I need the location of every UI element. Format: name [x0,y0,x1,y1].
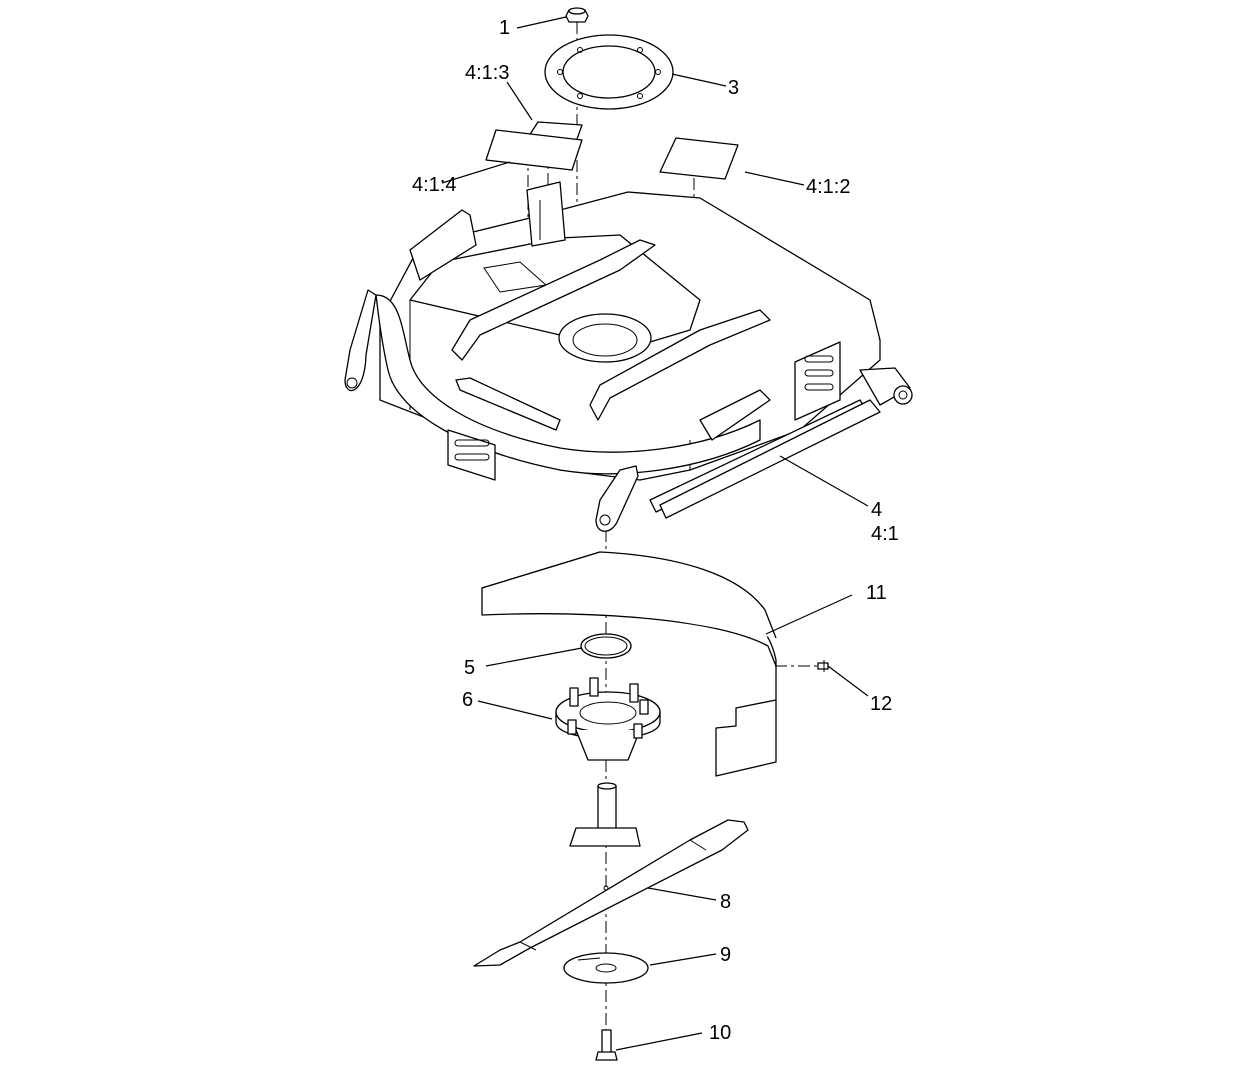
callout-8: 8 [720,891,731,913]
callout-1: 1 [499,17,510,39]
part-1-nut [565,7,589,23]
leader-lines [441,16,869,1051]
callout-4-1: 4:1 [871,523,899,545]
part-4-mower-deck [344,181,913,532]
callout-10: 10 [709,1022,731,1044]
part-8-blade [473,819,749,967]
callout-4-1-3: 4:1:3 [465,62,509,84]
callout-6: 6 [462,689,473,711]
part-9-washer [563,952,649,984]
decal-4-1-4 [485,129,583,171]
part-11-baffle [481,551,777,777]
part-12-screw [817,660,829,672]
callout-5: 5 [464,657,475,679]
callout-11: 11 [866,582,887,604]
callout-4-1-2: 4:1:2 [806,176,850,198]
part-3-plate [544,34,674,110]
callout-4: 4 [871,499,882,521]
callout-9: 9 [720,944,731,966]
spindle-shaft [569,782,641,847]
callout-3: 3 [728,77,739,99]
part-5-o-ring [580,633,632,659]
callout-labels: 1 3 4:1:3 4:1:4 4:1:2 4 4:1 11 5 6 12 8 … [412,17,899,1044]
decal-4-1-2 [659,137,739,180]
callout-4-1-4: 4:1:4 [412,174,456,196]
part-10-bolt [595,1029,618,1061]
callout-12: 12 [870,693,892,715]
part-6-spindle-housing [555,677,661,761]
